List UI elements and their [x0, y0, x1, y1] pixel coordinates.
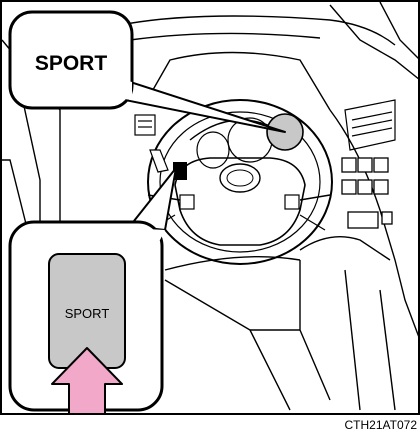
sport-button-label: SPORT	[65, 306, 110, 321]
switch-panel	[342, 158, 392, 228]
sport-callout-label: SPORT	[35, 52, 108, 75]
figure-code: CTH21AT072	[345, 418, 418, 431]
